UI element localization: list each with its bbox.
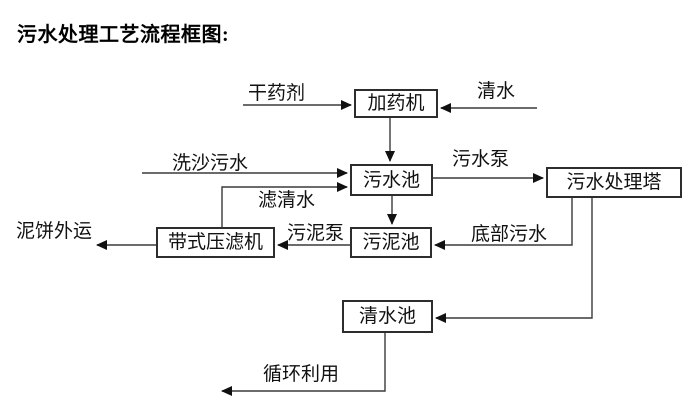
edge-clean-pool-to-recycle [221,333,386,396]
node-belt-filter-press-label: 带式压滤机 [167,232,263,253]
label-sand-wash-sewage: 洗沙污水 [172,153,249,174]
diagram-title: 污水处理工艺流程框图: [17,24,230,46]
node-clean-water-pool-label: 清水池 [358,306,416,327]
edge-press-to-sewage-pool [221,182,348,227]
label-filtered-water: 滤清水 [258,190,316,211]
label-bottom-sewage: 底部污水 [471,224,548,245]
node-belt-filter-press: 带式压滤机 [156,227,275,258]
node-doser: 加药机 [354,89,438,118]
edge-tower-to-sludge-pool [434,198,573,250]
label-recycle-use: 循环利用 [263,364,340,385]
label-clean-water: 清水 [477,81,516,102]
node-sludge-pool-label: 污泥池 [362,232,420,253]
label-sewage-pump: 污水泵 [452,149,510,170]
edge-tower-to-clean-pool [435,198,593,323]
label-sludge-pump: 污泥泵 [287,223,345,244]
label-mud-cake-out: 泥饼外运 [16,221,93,242]
flow-edges [96,100,593,396]
label-dry-agent: 干药剂 [248,83,306,104]
node-clean-water-pool: 清水池 [342,300,433,333]
node-treatment-tower: 污水处理塔 [546,167,682,198]
node-sewage-pool-label: 污水池 [362,169,420,191]
node-doser-label: 加药机 [367,93,425,114]
node-treatment-tower-label: 污水处理塔 [566,172,662,193]
node-sludge-pool: 污泥池 [350,227,432,258]
node-sewage-pool: 污水池 [350,164,433,196]
